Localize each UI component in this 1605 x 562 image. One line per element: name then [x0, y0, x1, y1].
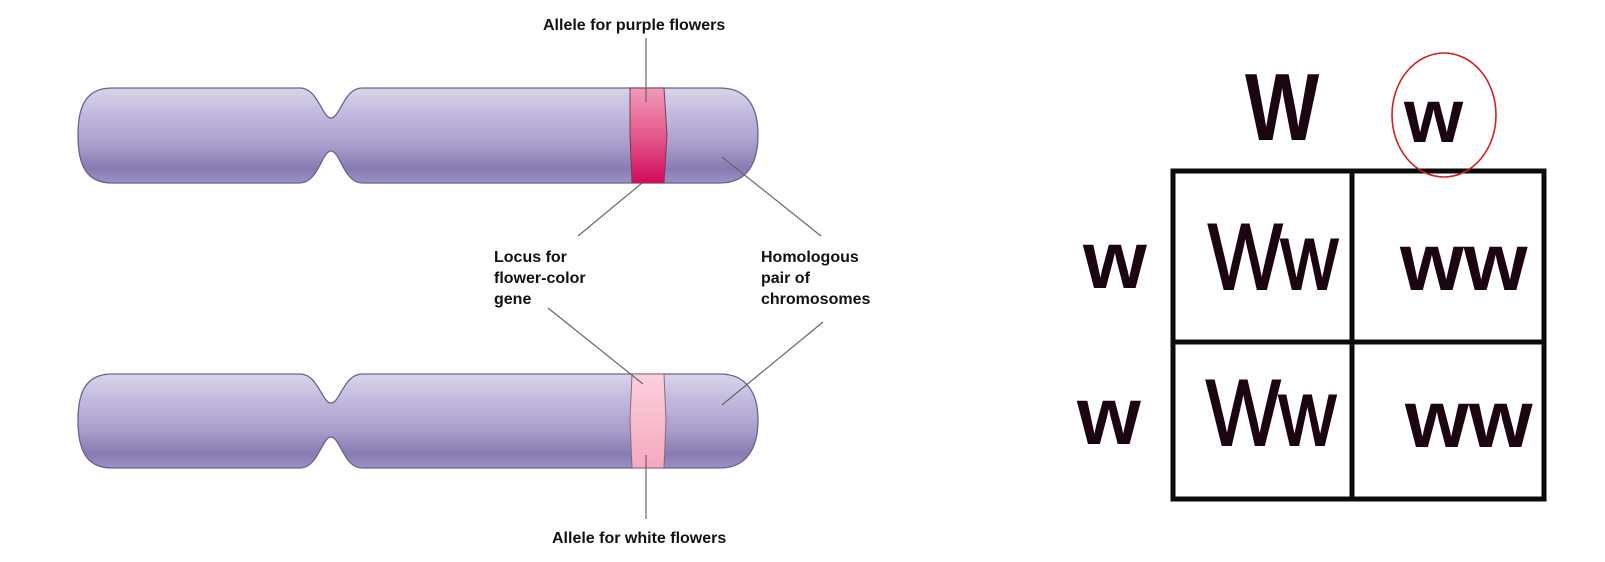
homologous-leader-top — [721, 156, 822, 237]
locus-leader-bottom — [547, 307, 644, 385]
homologous-label-line: pair of — [761, 270, 810, 287]
chromosome-body — [77, 373, 759, 469]
bottom-chromosome — [77, 373, 759, 469]
top-chromosome — [77, 87, 759, 184]
punnett-cell-1-2: ww — [1400, 217, 1528, 308]
leader-lines — [547, 38, 824, 519]
locus-leader-top — [577, 182, 643, 237]
punnett-grid — [1170, 168, 1547, 502]
grid-outer — [1170, 168, 1547, 502]
chromosome-body — [77, 87, 759, 184]
punnett-cell-1-1: Ww — [1207, 204, 1339, 309]
row-header-1: w — [1083, 215, 1147, 306]
locus-label-line: Locus for — [494, 249, 567, 266]
homologous-label-line: Homologous — [761, 249, 859, 266]
bottom-allele-label: Allele for white flowers — [552, 530, 727, 547]
top-allele-label: Allele for purple flowers — [543, 17, 726, 34]
purple-allele-band — [629, 87, 668, 184]
punnett-cell-2-2: ww — [1405, 374, 1533, 465]
locus-label-line: gene — [494, 291, 532, 308]
locus-label: Locus for flower-color gene — [494, 247, 586, 310]
row-header-2: w — [1077, 371, 1141, 462]
locus-label-line: flower-color — [494, 270, 586, 287]
homologous-leader-bottom — [721, 321, 824, 406]
column-header-1: W — [1245, 54, 1320, 161]
homologous-label-line: chromosomes — [761, 291, 871, 308]
column-header-2: w — [1404, 74, 1464, 159]
white-allele-band — [629, 373, 667, 469]
homologous-label: Homologous pair of chromosomes — [761, 247, 870, 310]
punnett-cell-2-1: Ww — [1205, 360, 1337, 465]
highlight-circle — [1391, 52, 1497, 178]
